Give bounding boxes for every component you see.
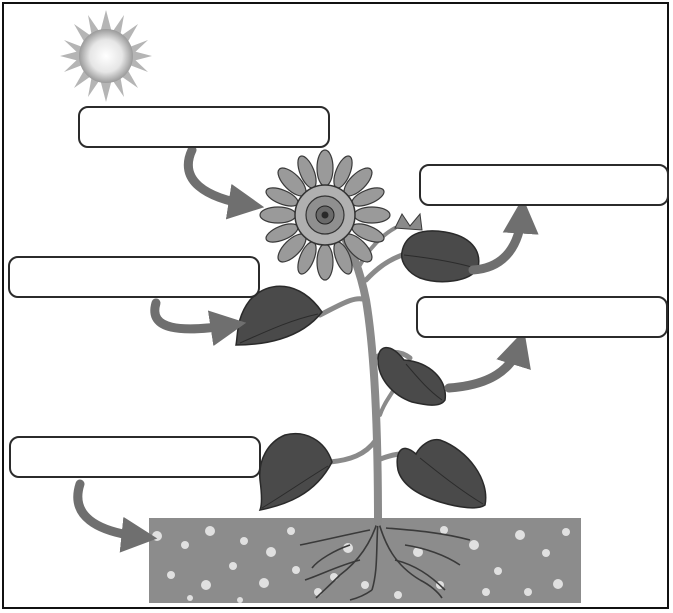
leaf-lower-left (260, 434, 332, 510)
arrow-to-soil (78, 484, 143, 537)
sunflower-flower (260, 150, 390, 280)
arrow-to-flower (188, 150, 250, 205)
label-box-top-right[interactable] (419, 164, 669, 206)
label-box-bottom-left[interactable] (9, 436, 261, 478)
arrow-to-upper-leaf (473, 212, 522, 270)
arrow-to-right-leaf (449, 344, 520, 388)
label-box-top-left[interactable] (78, 106, 330, 148)
label-box-mid-left[interactable] (8, 256, 260, 298)
sun-icon (60, 10, 152, 102)
flower-sepals (395, 214, 422, 230)
arrow-to-left-leaf (155, 303, 232, 329)
label-box-mid-right[interactable] (416, 296, 668, 338)
